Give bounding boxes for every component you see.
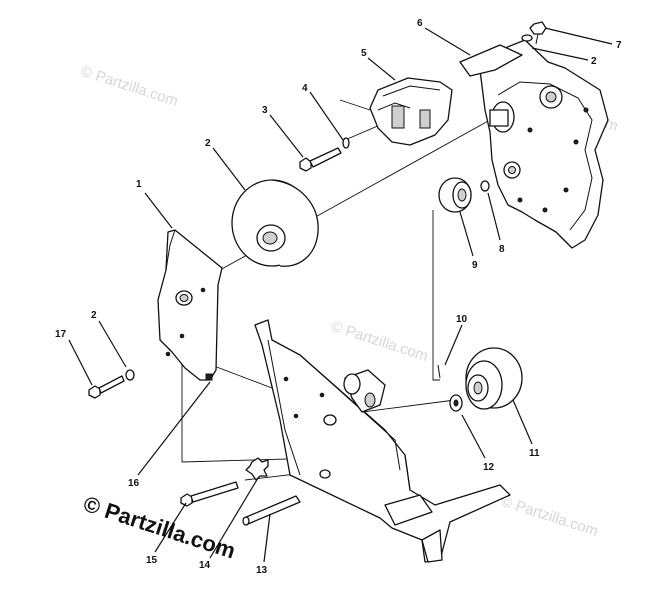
callout-3: 3 xyxy=(262,105,268,116)
callout-16: 16 xyxy=(128,478,140,489)
callout-4: 4 xyxy=(302,83,308,94)
callout-2: 2 xyxy=(205,138,211,149)
callout-13: 13 xyxy=(256,565,268,576)
callout-7: 7 xyxy=(616,40,622,51)
faint-watermark-3: © Partzilla.com xyxy=(329,318,430,365)
callout-1: 1 xyxy=(136,179,142,190)
driven-pulley xyxy=(437,347,523,412)
callout-2c: 2 xyxy=(91,310,97,321)
callout-15: 15 xyxy=(146,555,158,566)
drive-sheave xyxy=(231,179,319,267)
top-bolt xyxy=(521,21,547,45)
lower-bolt-washer xyxy=(88,369,135,399)
torque-bracket xyxy=(369,77,453,146)
callout-5: 5 xyxy=(361,48,367,59)
idler-roller xyxy=(438,177,490,213)
leader-lines xyxy=(68,27,613,563)
callout-12: 12 xyxy=(483,462,495,473)
callout-10: 10 xyxy=(456,314,468,325)
bracket-bolt xyxy=(299,137,350,172)
callout-14: 14 xyxy=(199,560,211,571)
callout-2b: 2 xyxy=(591,56,597,67)
callout-17: 17 xyxy=(55,329,67,340)
faint-watermark-1: © Partzilla.com xyxy=(79,63,180,110)
gearbox-housing xyxy=(459,39,609,249)
partzilla-watermark: © Partzilla.com xyxy=(80,491,238,564)
callout-6: 6 xyxy=(417,18,423,29)
faint-watermark-4: © Partzilla.com xyxy=(499,493,600,540)
bottom-hardware xyxy=(180,457,301,526)
callout-9: 9 xyxy=(472,260,478,271)
mounting-plate xyxy=(157,229,223,381)
callout-numbers: 1 2 3 4 5 6 2 7 8 9 2 17 10 12 11 16 13 … xyxy=(55,18,622,576)
main-frame xyxy=(254,319,511,563)
callout-11: 11 xyxy=(529,448,540,459)
callout-8: 8 xyxy=(499,244,505,255)
